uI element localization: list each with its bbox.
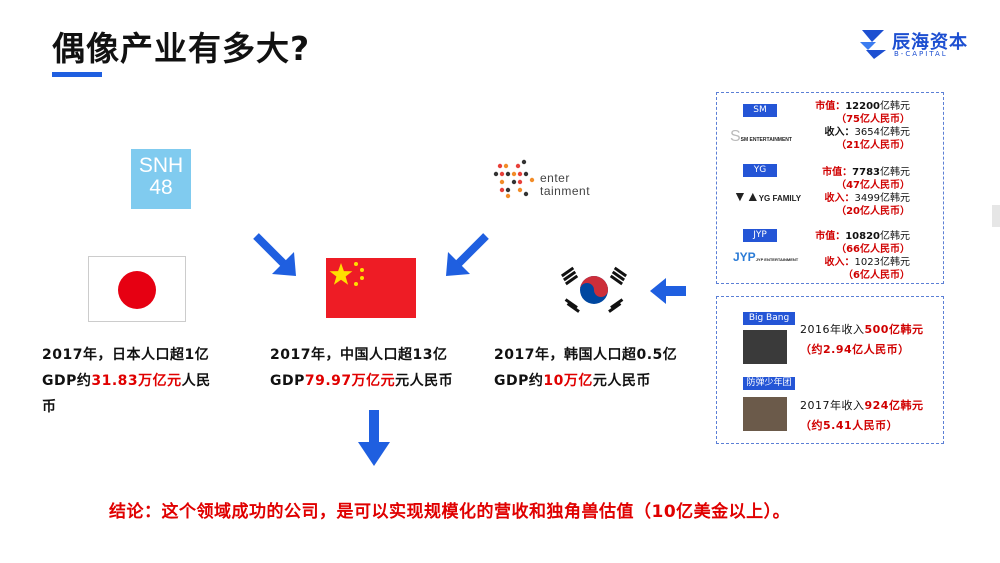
japan-line1: 2017年，日本人口超1亿 [42,347,210,363]
brand-name-cn: 辰海资本 [892,32,968,53]
japan-gdp-suffix: 人民 [181,373,211,389]
yg-mcap-value: 7783 [852,167,880,178]
yg-rev-value: 3499亿韩元 [854,193,910,204]
bts-rev-suffix: 韩元 [900,399,924,412]
yg-mcap-unit: 亿韩元 [880,167,910,178]
bigbang-photo [743,330,787,364]
japan-gdp-prefix: GDP约 [42,373,92,389]
japan-stats: 2017年，日本人口超1亿 GDP约31.83万亿元人民 币 [42,342,242,420]
bigbang-rev-prefix: 2016年收入 [800,323,865,336]
bts-rev-rmb: （约5.41人民币） [800,419,899,432]
title-underline [52,72,102,77]
japan-line3: 币 [42,399,57,415]
entertainment-logo-mark-icon [493,159,535,199]
sm-mcap-rmb: （75亿人民币） [836,114,910,125]
jyp-rev-value: 1023亿韩元 [854,257,910,268]
korea-stats: 2017年，韩国人口超0.5亿 GDP约10万亿元人民币 [494,342,714,394]
japan-line2: GDP约31.83万亿元人民 [42,368,242,394]
entertainment-logo-line2: tainment [540,184,591,198]
korea-line2: GDP约10万亿元人民币 [494,368,714,394]
arrow-left-icon [650,278,686,304]
group-tag-bts: 防弹少年团 [743,377,795,390]
yg-logo: ▼▲YG FAMILY [733,188,802,204]
china-line1: 2017年，中国人口超13亿 [270,347,448,363]
china-line2: GDP79.97万亿元元人民币 [270,368,480,394]
brand-logo: 辰海资本 B-CAPITAL [858,28,970,62]
snh48-logo: SNH 48 [131,149,191,209]
bts-rev-amount: 924亿 [864,399,901,412]
snh48-logo-line2: 48 [149,176,173,199]
bigbang-rev-rmb: （约2.94亿人民币） [800,343,910,356]
bigbang-stats: 2016年收入500亿韩元 （约2.94亿人民币） [800,320,940,360]
group-tag-bigbang: Big Bang [743,312,795,325]
brand-mark-icon [860,30,886,59]
company-tag-yg: YG [743,164,777,177]
china-gdp-suffix: 元人民币 [395,373,454,389]
jyp-mcap-label: 市值： [815,231,846,242]
brand-name-en: B-CAPITAL [894,50,948,58]
china-gdp-value: 79.97万亿元 [304,373,396,389]
korea-line1: 2017年，韩国人口超0.5亿 [494,347,678,363]
idol-groups-box [716,296,944,444]
bigbang-rev-amount: 500亿 [864,323,901,336]
sm-mcap-value: 12200 [845,101,880,112]
jyp-rev-label: 收入： [824,257,855,268]
sm-rev-rmb: （21亿人民币） [836,140,910,151]
snh48-logo-line1: SNH [138,154,184,177]
sm-logo-text: SM ENTERTAINMENT [740,137,792,143]
jyp-mcap-rmb: （66亿人民币） [836,244,910,255]
china-stats: 2017年，中国人口超13亿 GDP79.97万亿元元人民币 [270,342,480,394]
sm-mcap-unit: 亿韩元 [880,101,910,112]
china-flag-icon [326,258,416,318]
korea-gdp-prefix: GDP约 [494,373,544,389]
korean-companies-box [716,92,944,284]
arrow-down-right-icon [253,233,296,276]
jyp-mcap-unit: 亿韩元 [880,231,910,242]
japan-flag-icon [88,256,186,322]
sm-mcap-label: 市值： [815,101,846,112]
yg-rev-label: 收入： [824,193,855,204]
yg-logo-text: YG FAMILY [758,194,802,203]
company-tag-sm: SM [743,104,777,117]
korea-flag-icon [556,262,632,318]
yg-rev-rmb: （20亿人民币） [836,206,910,217]
yg-stats: 市值：7783亿韩元 （47亿人民币） 收入：3499亿韩元 （20亿人民币） [790,166,910,218]
conclusion-text: 结论：这个领域成功的公司，是可以实现规模化的营收和独角兽估值（10亿美金以上）。 [109,502,791,522]
yg-mcap-label: 市值： [822,167,853,178]
china-gdp-prefix: GDP [270,373,305,389]
korea-gdp-suffix: 元人民币 [592,373,651,389]
bts-stats: 2017年收入924亿韩元 （约5.41人民币） [800,396,940,436]
entertainment-logo-line1: enter [540,171,570,185]
sm-rev-value: 3654亿韩元 [854,127,910,138]
jyp-logo: JYPJYP ENTERTAINMENT [733,250,799,264]
page-title: 偶像产业有多大? [52,29,311,68]
japan-gdp-value: 31.83万亿元 [91,373,182,389]
bts-rev-prefix: 2017年收入 [800,399,865,412]
scroll-indicator[interactable] [992,205,1000,227]
korea-gdp-value: 10万亿 [543,373,593,389]
jyp-stats: 市值：10820亿韩元 （66亿人民币） 收入：1023亿韩元 （6亿人民币） [790,230,910,282]
jyp-logo-text: JYP ENTERTAINMENT [755,257,799,262]
company-tag-jyp: JYP [743,229,777,242]
bts-photo [743,397,787,431]
sm-logo: SSM ENTERTAINMENT [730,128,792,145]
yg-mcap-rmb: （47亿人民币） [836,180,910,191]
arrow-down-left-icon [446,233,489,276]
sm-stats: 市值：12200亿韩元 （75亿人民币） 收入：3654亿韩元 （21亿人民币） [790,100,910,152]
sm-rev-label: 收入： [824,127,855,138]
bigbang-rev-suffix: 韩元 [900,323,924,336]
jyp-rev-rmb: （6亿人民币） [843,270,910,281]
entertainment-logo-text: enter tainment [540,172,590,198]
jyp-mcap-value: 10820 [845,231,880,242]
arrow-down-icon [358,410,390,466]
